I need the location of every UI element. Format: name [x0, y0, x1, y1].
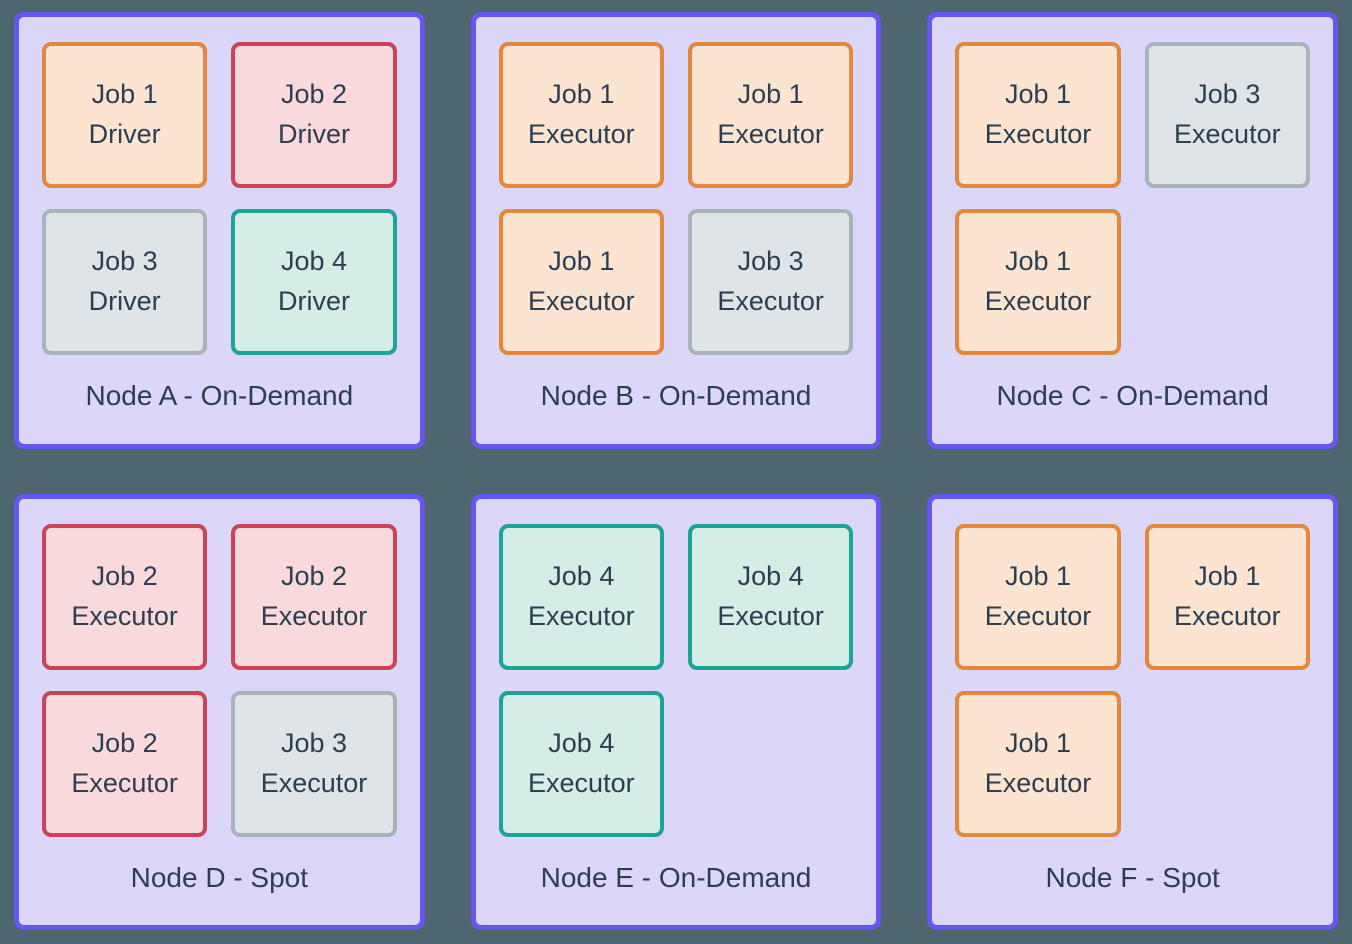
- job-box: Job 1 Executor: [498, 209, 664, 355]
- job-name: Job 1: [1004, 560, 1072, 591]
- node-label: Node E - On-Demand: [540, 861, 812, 893]
- job-box: Job 2 Driver: [231, 42, 397, 188]
- job-name: Job 3: [91, 246, 158, 277]
- job-box: Job 4 Executor: [498, 523, 664, 670]
- job-name: Job 1: [1004, 79, 1072, 110]
- job-name: Job 4: [280, 246, 348, 277]
- job-name: Job 1: [1004, 246, 1072, 277]
- job-box: Job 2 Executor: [231, 523, 397, 670]
- job-role: Executor: [717, 600, 824, 631]
- job-name: Job 1: [548, 246, 615, 277]
- job-box: Job 4 Executor: [498, 690, 664, 837]
- job-box: Job 1 Executor: [955, 209, 1121, 355]
- job-box: Job 3 Executor: [231, 690, 397, 837]
- job-box: Job 1 Executor: [498, 42, 664, 188]
- job-box: Job 4 Executor: [687, 523, 854, 670]
- job-role: Executor: [984, 767, 1092, 798]
- job-role: Executor: [260, 767, 368, 798]
- job-role: Executor: [717, 286, 824, 316]
- job-box: Job 3 Executor: [687, 209, 854, 355]
- job-name: Job 3: [1194, 79, 1261, 110]
- job-box: Job 4 Driver: [231, 209, 397, 355]
- job-box: Job 3 Executor: [1144, 42, 1310, 188]
- job-box: Job 1 Executor: [955, 523, 1121, 670]
- job-role: Executor: [1174, 119, 1281, 149]
- job-box: Job 1 Executor: [1144, 523, 1310, 670]
- job-role: Executor: [71, 600, 178, 631]
- job-role: Executor: [71, 767, 178, 798]
- job-name: Job 2: [91, 560, 158, 591]
- job-name: Job 4: [737, 560, 804, 591]
- job-role: Executor: [717, 119, 824, 149]
- job-role: Driver: [277, 119, 350, 149]
- node-label: Node C - On-Demand: [996, 380, 1269, 412]
- job-role: Executor: [1174, 600, 1281, 631]
- node-label: Node A - On-Demand: [85, 380, 354, 412]
- job-role: Executor: [984, 286, 1092, 316]
- node-label: Node B - On-Demand: [540, 380, 812, 412]
- job-role: Executor: [260, 600, 368, 631]
- job-role: Executor: [984, 600, 1092, 631]
- job-name: Job 2: [91, 727, 158, 758]
- job-role: Executor: [528, 767, 635, 798]
- node-label: Node F - Spot: [1045, 861, 1220, 893]
- job-box: Job 3 Driver: [42, 209, 208, 355]
- job-role: Driver: [88, 119, 161, 149]
- job-name: Job 2: [280, 560, 348, 591]
- job-box: Job 1 Executor: [955, 690, 1121, 837]
- job-box: Job 1 Executor: [687, 42, 854, 188]
- job-name: Job 1: [91, 79, 158, 110]
- job-name: Job 4: [548, 560, 615, 591]
- job-role: Driver: [277, 286, 350, 316]
- node-label: Node D - Spot: [130, 861, 309, 893]
- job-name: Job 3: [280, 727, 348, 758]
- job-name: Job 3: [737, 246, 804, 277]
- job-box: Job 1 Executor: [955, 42, 1121, 188]
- job-role: Executor: [528, 286, 635, 316]
- job-name: Job 1: [737, 79, 804, 110]
- job-role: Executor: [528, 600, 635, 631]
- job-name: Job 1: [548, 79, 615, 110]
- job-box: Job 2 Executor: [42, 690, 208, 837]
- job-name: Job 2: [280, 79, 348, 110]
- job-name: Job 4: [548, 727, 615, 758]
- job-role: Executor: [528, 119, 635, 149]
- job-box: Job 2 Executor: [42, 523, 208, 670]
- job-role: Executor: [984, 119, 1092, 149]
- job-box: Job 1 Driver: [42, 42, 208, 188]
- job-role: Driver: [88, 286, 161, 316]
- job-name: Job 1: [1194, 560, 1261, 591]
- job-name: Job 1: [1004, 727, 1072, 758]
